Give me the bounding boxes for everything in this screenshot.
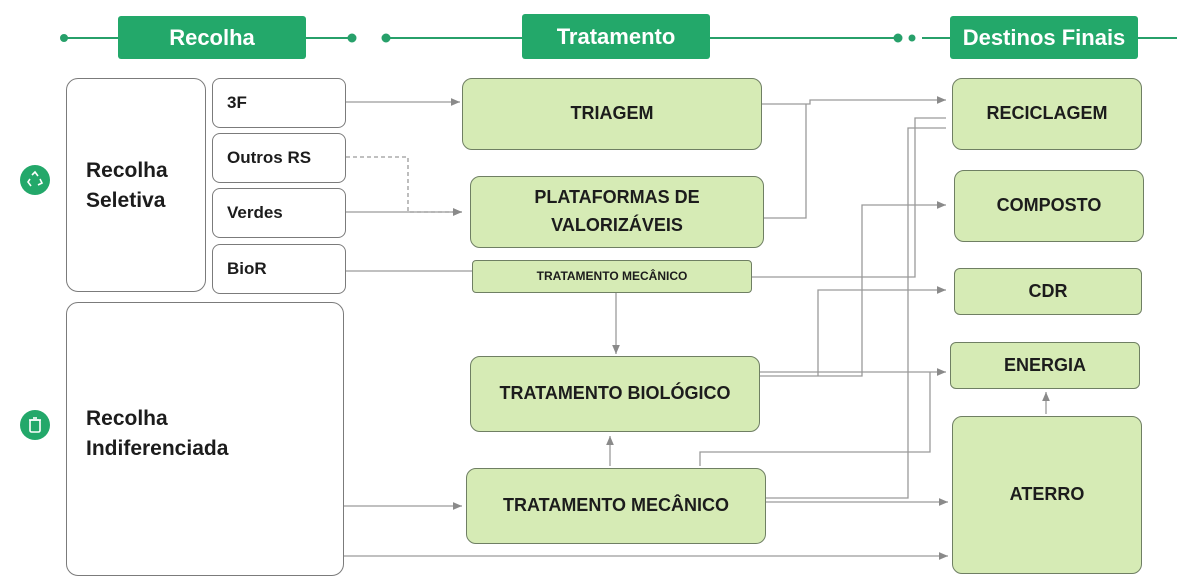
tratamento-mecanico-box: TRATAMENTO MECÂNICO — [466, 468, 766, 544]
recolha-seletiva-label: Recolha Seletiva — [86, 156, 168, 217]
composto-box: COMPOSTO — [954, 170, 1144, 242]
stream-verdes: Verdes — [212, 188, 346, 238]
recolha-seletiva-line1: Recolha — [86, 159, 168, 182]
cdr-box: CDR — [954, 268, 1142, 315]
aterro-box: ATERRO — [952, 416, 1142, 574]
plataformas-box: PLATAFORMAS DE VALORIZÁVEIS — [470, 176, 764, 248]
recycle-icon — [20, 165, 50, 195]
recolha-indiferenciada-line1: Recolha — [86, 407, 168, 430]
energia-box: ENERGIA — [950, 342, 1140, 389]
recolha-indiferenciada-line2: Indiferenciada — [86, 437, 229, 461]
stream-3f: 3F — [212, 78, 346, 128]
plataformas-line2: VALORIZÁVEIS — [551, 215, 683, 235]
triagem-box: TRIAGEM — [462, 78, 762, 150]
recolha-indiferenciada-label: Recolha Indiferenciada — [86, 404, 228, 465]
header-destinos-finais: Destinos Finais — [950, 16, 1138, 59]
recolha-seletiva-box — [66, 78, 206, 292]
tratamento-mecanico-small-box: TRATAMENTO MECÂNICO — [472, 260, 752, 293]
tratamento-biologico-box: TRATAMENTO BIOLÓGICO — [470, 356, 760, 432]
header-tratamento: Tratamento — [522, 14, 710, 59]
trash-bin-icon — [20, 410, 50, 440]
plataformas-line1: PLATAFORMAS DE — [534, 187, 700, 208]
header-recolha: Recolha — [118, 16, 306, 59]
stream-bior: BioR — [212, 244, 346, 294]
recolha-indiferenciada-box — [66, 302, 344, 576]
reciclagem-box: RECICLAGEM — [952, 78, 1142, 150]
recolha-seletiva-line2: Seletiva — [86, 189, 166, 213]
stream-outros-rs: Outros RS — [212, 133, 346, 183]
